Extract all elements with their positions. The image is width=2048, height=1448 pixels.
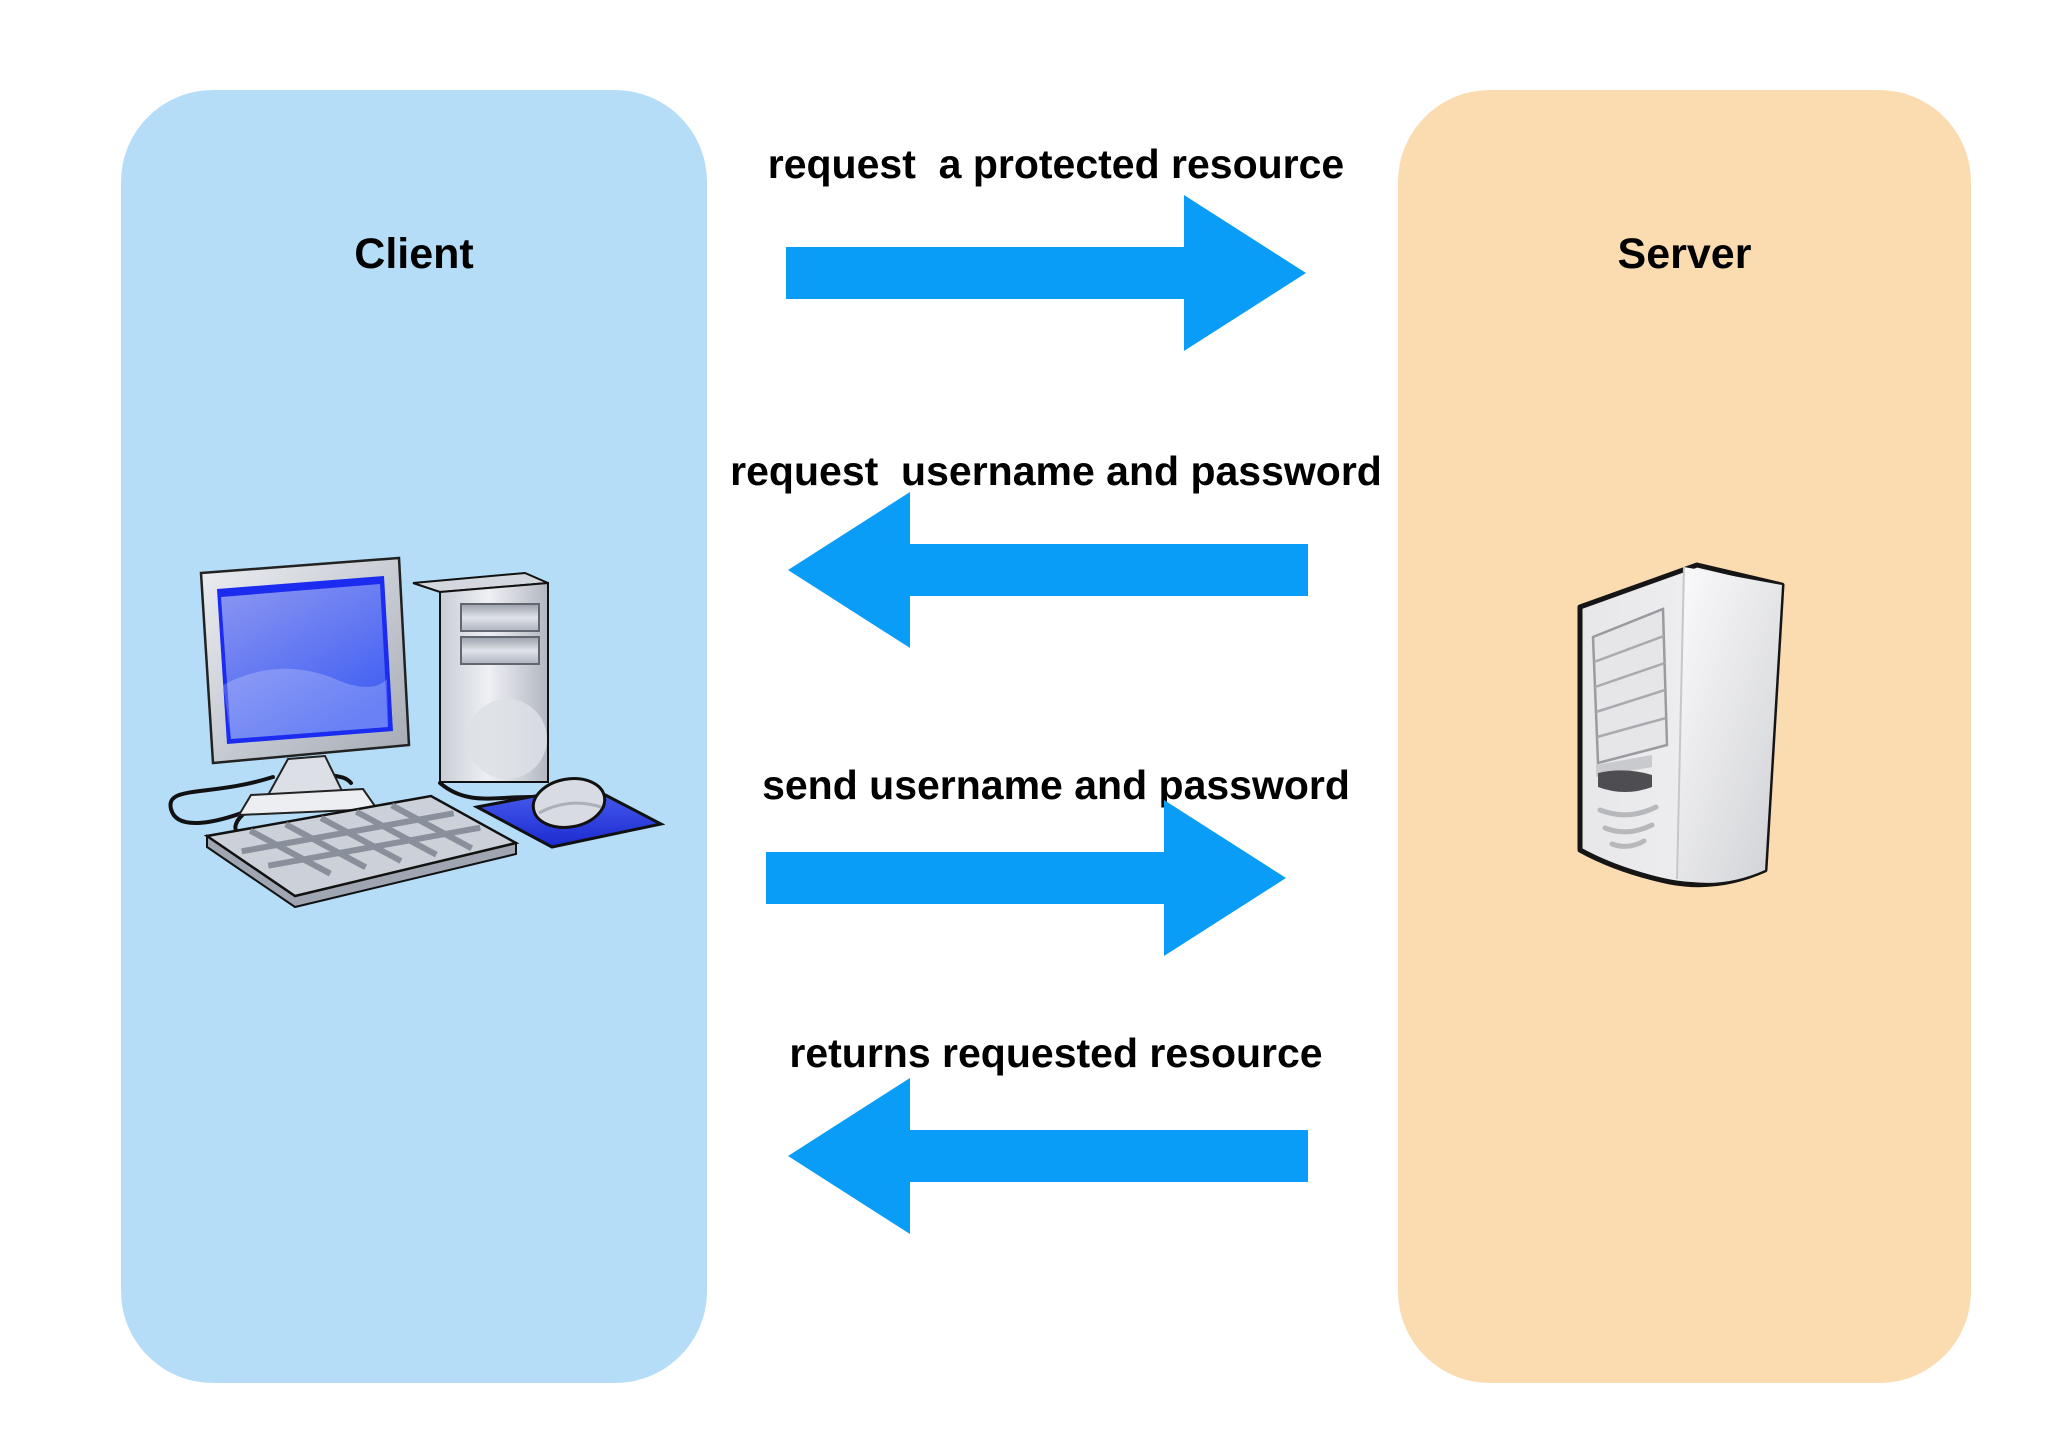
arrow-right-icon bbox=[786, 195, 1306, 351]
message-2-label: request username and password bbox=[730, 448, 1382, 494]
computer-tower bbox=[412, 571, 549, 783]
monitor bbox=[199, 556, 411, 765]
keyboard bbox=[203, 794, 520, 909]
client-panel-title: Client bbox=[354, 230, 474, 278]
message-1-label: request a protected resource bbox=[767, 141, 1345, 187]
message-4-label: returns requested resource bbox=[789, 1030, 1323, 1076]
arrow-right-icon bbox=[766, 800, 1286, 956]
arrow-left-icon bbox=[788, 492, 1308, 648]
monitor-stand bbox=[237, 754, 379, 817]
desktop-computer-icon bbox=[168, 556, 666, 909]
arrow-left-icon bbox=[788, 1078, 1308, 1234]
mouse bbox=[531, 777, 607, 829]
server-tower-icon bbox=[1577, 562, 1785, 888]
server-panel: Server bbox=[1398, 90, 1971, 1383]
server-tower bbox=[1577, 562, 1785, 888]
server-panel-title: Server bbox=[1617, 230, 1752, 278]
message-3-label: send username and password bbox=[762, 762, 1350, 808]
